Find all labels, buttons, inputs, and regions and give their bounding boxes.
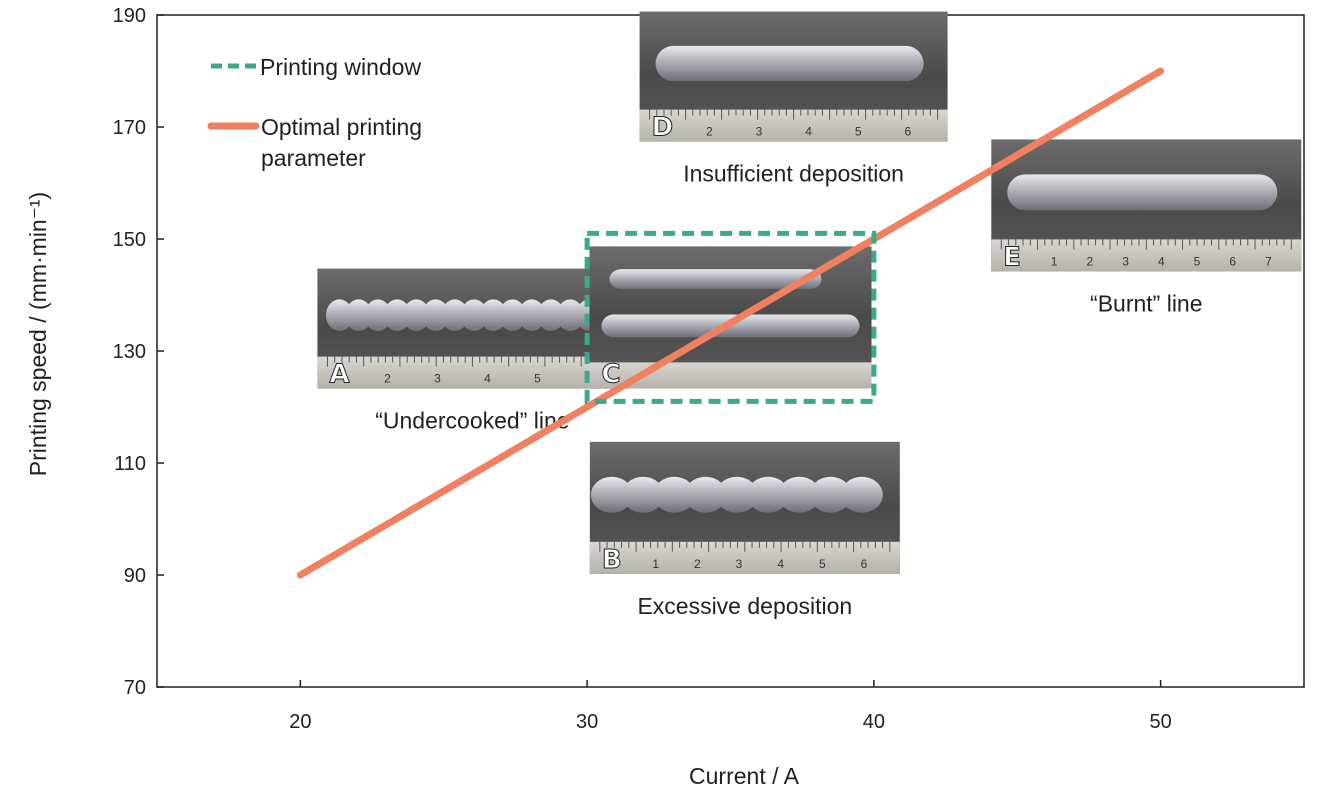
series-line-optimal-parameter <box>296 67 1165 579</box>
ruler-number: 5 <box>819 557 826 571</box>
printing-window-region <box>584 230 877 404</box>
weld-bead <box>1007 174 1278 211</box>
ruler-number: 4 <box>484 372 491 386</box>
ruler-number: 5 <box>855 125 862 139</box>
x-tick-label-40: 40 <box>863 711 885 733</box>
x-tick-label-20: 20 <box>289 711 311 733</box>
inset-caption-e: “Burnt” line <box>1090 290 1202 316</box>
ruler-number: 5 <box>534 372 541 386</box>
weld-bead-segment <box>422 299 450 332</box>
ruler-number: 5 <box>1194 254 1201 268</box>
weld-bead-segment <box>345 299 373 332</box>
weld-bead-segment <box>537 299 565 332</box>
weld-bead-segment <box>747 476 790 513</box>
ruler-number: 3 <box>434 372 441 386</box>
ruler-number: 6 <box>904 125 911 139</box>
ruler-number: 2 <box>1087 254 1094 268</box>
weld-bead-segment <box>653 476 696 513</box>
ruler-number: 2 <box>694 557 701 571</box>
weld-bead-segment <box>778 476 821 513</box>
y-tick-label-190: 190 <box>113 5 146 27</box>
ruler-number: 2 <box>706 125 713 139</box>
weld-bead-segment <box>364 299 392 332</box>
ticks-layer: 20 30 40 50 70 90 110 130 150 170 190 <box>113 5 1172 733</box>
inset-letter-a: A <box>329 360 349 390</box>
y-tick-label-70: 70 <box>124 677 146 699</box>
y-axis-title: Printing speed / (mm·min⁻¹) <box>25 192 51 476</box>
inset-caption-d: Insufficient deposition <box>683 161 904 187</box>
weld-bead-segment <box>684 476 727 513</box>
inset-letter-e: E <box>1003 242 1021 272</box>
ruler-number: 1 <box>652 557 659 571</box>
y-tick-label-150: 150 <box>113 229 146 251</box>
x-tick-label-30: 30 <box>576 711 598 733</box>
ruler-number: 4 <box>805 125 812 139</box>
legend-label-printing-window: Printing window <box>260 54 421 80</box>
weld-bead-segment <box>809 476 852 513</box>
y-tick-label-90: 90 <box>124 565 146 587</box>
series-layer <box>296 67 1165 579</box>
inset-caption-a: “Undercooked” line <box>375 408 569 434</box>
weld-bead-segment <box>460 299 488 332</box>
inset-letter-c: C <box>602 359 621 389</box>
x-tick-label-50: 50 <box>1150 711 1172 733</box>
y-tick-label-170: 170 <box>113 117 146 139</box>
inset-letter-d: D <box>652 113 674 143</box>
ruler-number: 4 <box>777 557 784 571</box>
weld-bead-segment <box>441 299 469 332</box>
weld-bead-segment <box>590 476 633 513</box>
weld-bead-segment <box>383 299 411 332</box>
ruler-number: 3 <box>756 125 763 139</box>
ruler-number: 6 <box>861 557 868 571</box>
inset-photo-b: 1 2 3 4 5 6 B Excessive deposition <box>589 441 900 619</box>
weld-bead-segment <box>622 476 665 513</box>
inset-photo-e: 1 2 3 4 5 6 7 E “Burnt” line <box>991 139 1302 316</box>
y-tick-label-110: 110 <box>114 453 146 475</box>
weld-bead-segment <box>499 299 527 332</box>
y-tick-label-130: 130 <box>113 341 146 363</box>
weld-bead-segment <box>325 299 353 332</box>
ruler-number: 6 <box>1229 254 1236 268</box>
x-axis-title: Current / A <box>689 763 800 789</box>
weld-bead-segment <box>715 476 758 513</box>
inset-caption-b: Excessive deposition <box>637 593 852 619</box>
ruler-number: 2 <box>384 372 391 386</box>
ruler-number: 1 <box>1051 254 1058 268</box>
weld-bead-segment <box>518 299 546 332</box>
window-layer <box>584 230 877 404</box>
weld-bead-segment <box>556 299 584 332</box>
weld-bead-segment <box>840 476 883 513</box>
ruler-number: 7 <box>1265 254 1272 268</box>
inset-letter-b: B <box>602 545 622 575</box>
weld-bead-segment <box>402 299 430 332</box>
ruler-number: 4 <box>1158 254 1165 268</box>
weld-bead <box>655 45 924 82</box>
ruler-number: 3 <box>1122 254 1129 268</box>
inset-photo-d: 2 3 4 5 6 D Insufficient deposition <box>639 11 948 187</box>
weld-bead <box>609 269 822 289</box>
weld-bead-segment <box>479 299 507 332</box>
ruler-number: 3 <box>736 557 743 571</box>
